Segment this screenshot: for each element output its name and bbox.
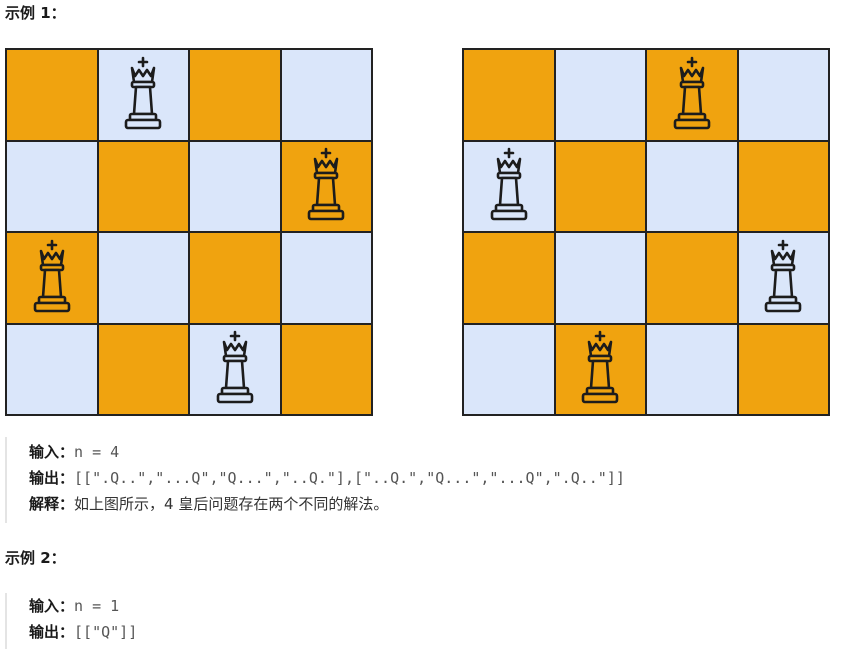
- board-square: [738, 324, 828, 414]
- board-square: [98, 233, 188, 323]
- example-1-heading: 示例 1：: [5, 4, 66, 22]
- input-value: n = 4: [74, 443, 120, 461]
- example-2-block: 输入：n = 1 输出：[["Q"]]: [5, 593, 137, 649]
- example-2-heading: 示例 2：: [5, 549, 66, 567]
- input-label: 输入：: [29, 443, 75, 461]
- board-square: [738, 50, 828, 140]
- board-square: [555, 141, 645, 231]
- board-square: [98, 50, 188, 140]
- board-square: [464, 50, 554, 140]
- queen-icon: [121, 56, 165, 134]
- explanation-value: 如上图所示，4 皇后问题存在两个不同的解法。: [74, 495, 389, 513]
- output-line: 输出：[["Q"]]: [29, 619, 137, 645]
- output-value: [["Q"]]: [74, 623, 138, 641]
- board-square: [647, 50, 737, 140]
- board-square: [190, 50, 280, 140]
- explanation-line: 解释：如上图所示，4 皇后问题存在两个不同的解法。: [29, 491, 625, 517]
- board-square: [555, 233, 645, 323]
- board-square: [647, 233, 737, 323]
- board-square: [281, 233, 371, 323]
- queen-icon: [578, 330, 622, 408]
- queen-icon: [761, 239, 805, 317]
- queen-icon: [30, 239, 74, 317]
- queen-icon: [670, 56, 714, 134]
- queen-icon: [487, 147, 531, 225]
- chessboard-solution-2: [462, 48, 830, 416]
- input-value: n = 1: [74, 597, 120, 615]
- board-square: [190, 141, 280, 231]
- example-1-block: 输入：n = 4 输出：[[".Q..","...Q","Q...","..Q.…: [5, 437, 625, 523]
- board-square: [281, 141, 371, 231]
- board-square: [464, 141, 554, 231]
- input-label: 输入：: [29, 597, 75, 615]
- board-square: [98, 324, 188, 414]
- output-value: [[".Q..","...Q","Q...","..Q."],["..Q.","…: [74, 469, 625, 487]
- board-square: [555, 324, 645, 414]
- board-square: [98, 141, 188, 231]
- board-square: [647, 141, 737, 231]
- board-square: [281, 50, 371, 140]
- output-line: 输出：[[".Q..","...Q","Q...","..Q."],["..Q.…: [29, 465, 625, 491]
- input-line: 输入：n = 1: [29, 593, 137, 619]
- board-square: [7, 141, 97, 231]
- board-square: [190, 324, 280, 414]
- board-square: [464, 233, 554, 323]
- queen-icon: [213, 330, 257, 408]
- board-square: [738, 233, 828, 323]
- board-square: [7, 233, 97, 323]
- board-square: [281, 324, 371, 414]
- board-square: [647, 324, 737, 414]
- output-label: 输出：: [29, 469, 75, 487]
- board-square: [738, 141, 828, 231]
- board-square: [555, 50, 645, 140]
- chessboard-solution-1: [5, 48, 373, 416]
- output-label: 输出：: [29, 623, 75, 641]
- input-line: 输入：n = 4: [29, 439, 625, 465]
- board-square: [464, 324, 554, 414]
- board-square: [190, 233, 280, 323]
- board-square: [7, 50, 97, 140]
- explanation-label: 解释：: [29, 495, 75, 513]
- queen-icon: [304, 147, 348, 225]
- board-square: [7, 324, 97, 414]
